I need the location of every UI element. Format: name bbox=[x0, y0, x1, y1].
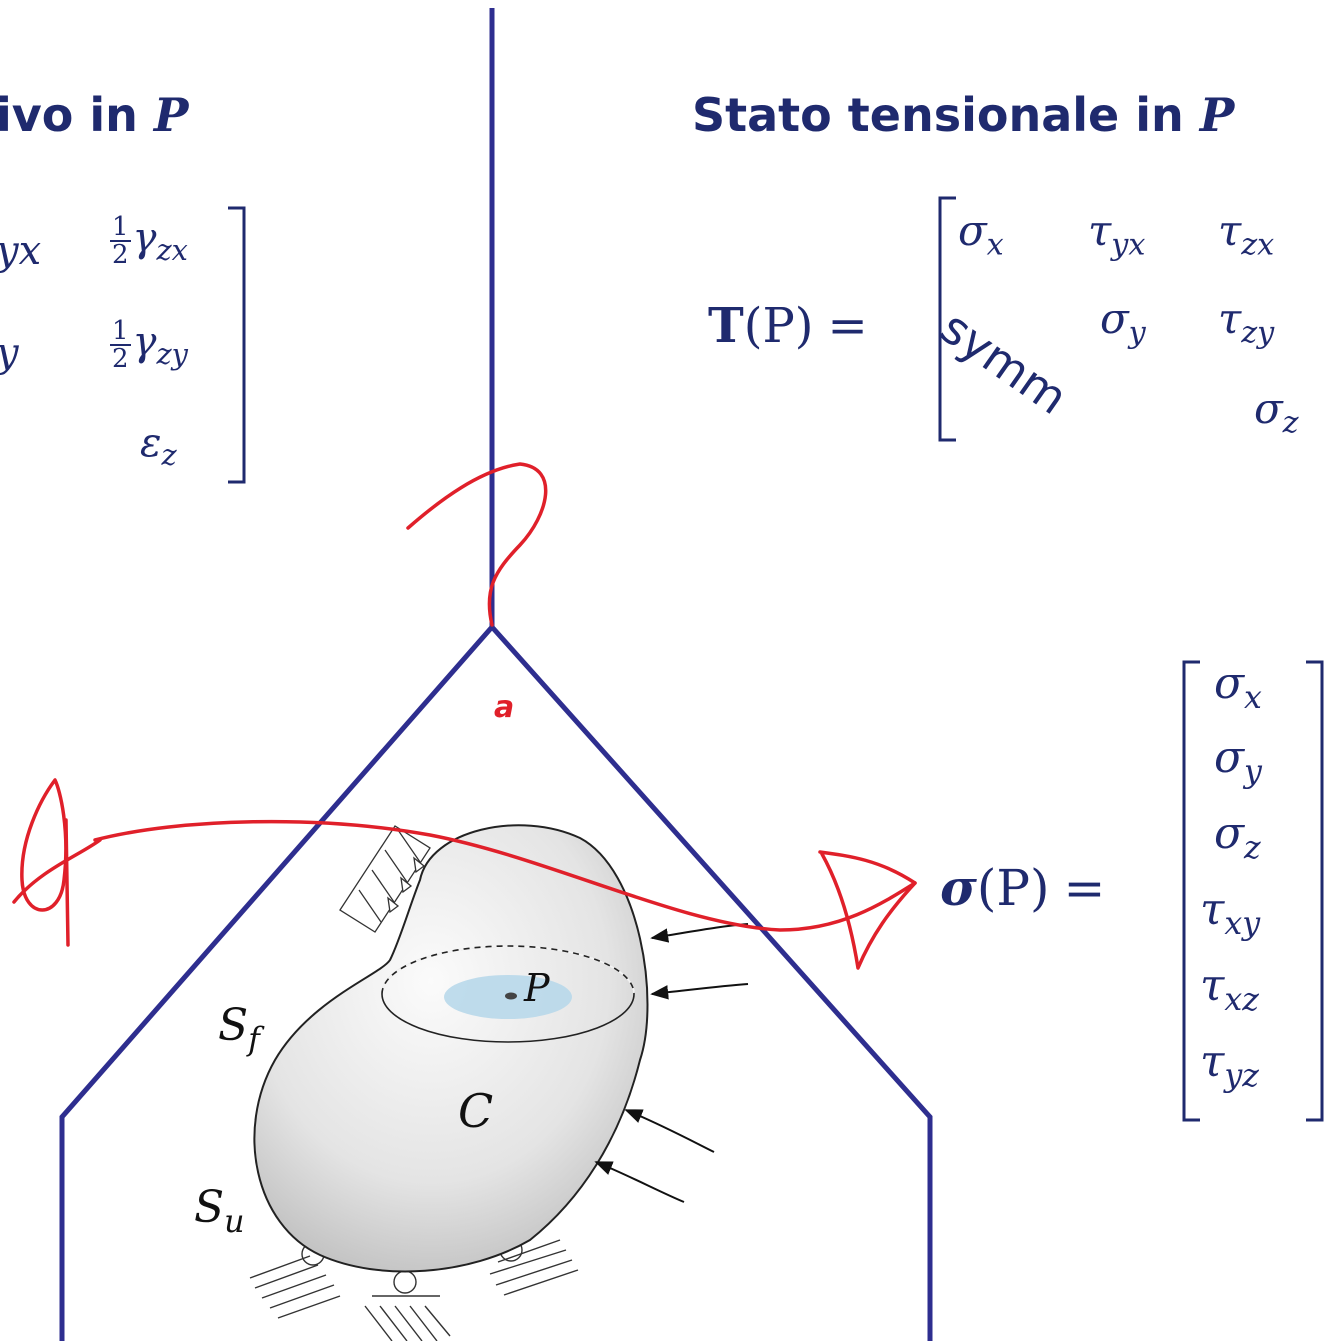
vector-entry-4: τxy bbox=[1200, 884, 1261, 943]
red-arrowhead bbox=[818, 850, 917, 970]
red-arrow-curve bbox=[93, 819, 917, 932]
strain-r3c3: εz bbox=[140, 420, 177, 473]
vector-entry-2: σy bbox=[1214, 732, 1262, 791]
vector-entry-5: τxz bbox=[1200, 960, 1259, 1019]
vector-entry-6: τyz bbox=[1200, 1036, 1259, 1095]
label-c: C bbox=[458, 1084, 494, 1138]
label-sf: Sf bbox=[218, 1000, 260, 1059]
right-roof-line bbox=[490, 625, 933, 1341]
red-left-tick bbox=[64, 818, 70, 947]
continuum-body bbox=[253, 824, 649, 1273]
tensor-r3c3: σz bbox=[1254, 384, 1299, 441]
strain-r2c2: y bbox=[0, 330, 19, 376]
handwritten-mark: a bbox=[494, 690, 515, 725]
vector-entry-3: σz bbox=[1214, 808, 1261, 867]
force-arrow-4 bbox=[594, 1161, 685, 1203]
red-left-cross bbox=[12, 838, 102, 904]
left-roof-line bbox=[59, 625, 494, 1341]
tensor-r1c1: σx bbox=[958, 206, 1004, 263]
red-annotations bbox=[12, 462, 917, 970]
force-arrow-2 bbox=[650, 983, 749, 1000]
frame-lines bbox=[59, 8, 933, 1341]
stress-tensor-lhs: T(P)= bbox=[708, 298, 868, 354]
left-heading-text: ivo in bbox=[0, 88, 154, 142]
label-su: Su bbox=[194, 1182, 245, 1241]
label-p: P bbox=[524, 966, 550, 1010]
right-heading-var: P bbox=[1199, 88, 1235, 142]
tensor-r1c3: τzx bbox=[1218, 206, 1275, 263]
stress-vector-lhs: σ(P)= bbox=[940, 858, 1106, 917]
red-hook bbox=[406, 462, 548, 627]
strain-r1c2: yx bbox=[0, 228, 42, 274]
tensor-r2c3: τzy bbox=[1218, 294, 1275, 351]
red-left-loop bbox=[20, 778, 68, 912]
left-heading: ivo in P bbox=[0, 88, 189, 142]
distributed-load bbox=[339, 825, 431, 933]
right-heading: Stato tensionale in P bbox=[692, 88, 1234, 142]
tensor-r1c2: τyx bbox=[1088, 206, 1146, 263]
vector-entry-1: σx bbox=[1214, 658, 1262, 717]
tensor-r2c2: σy bbox=[1100, 294, 1146, 351]
point-p-dot bbox=[505, 992, 517, 1000]
left-heading-var: P bbox=[153, 88, 189, 142]
force-arrow-3 bbox=[624, 1109, 715, 1153]
point-forces bbox=[594, 923, 749, 1203]
right-heading-text: Stato tensionale in bbox=[692, 88, 1200, 142]
